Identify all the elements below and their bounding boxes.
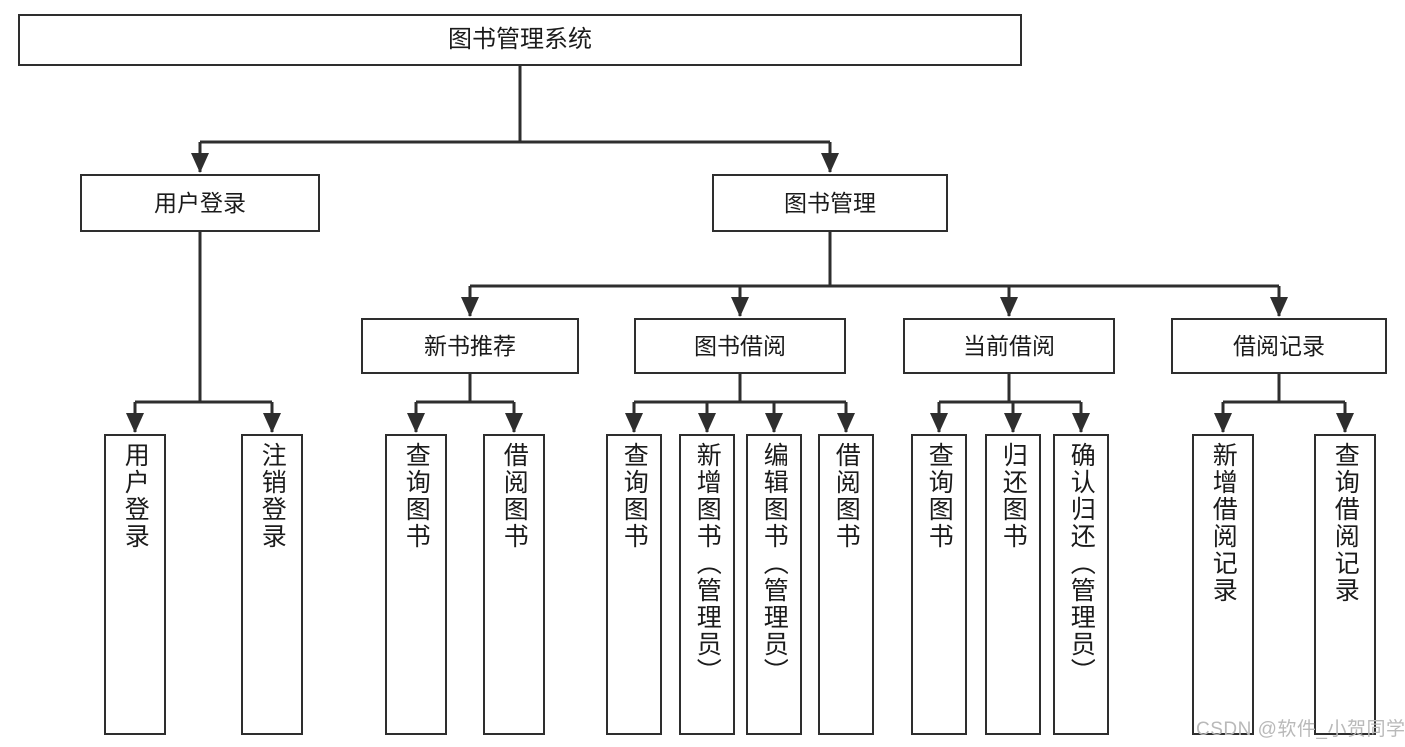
node-label: 图书借阅 xyxy=(694,332,786,359)
node-c-confirm[interactable]: 确认归还（管理员） xyxy=(1053,434,1109,735)
node-label: 查询图书 xyxy=(402,442,431,550)
node-label: 用户登录 xyxy=(121,442,150,550)
node-label: 归还图书 xyxy=(999,442,1028,550)
node-label: 确认归还（管理员） xyxy=(1067,442,1096,685)
node-label: 用户登录 xyxy=(154,189,246,216)
node-label: 查询图书 xyxy=(620,442,649,550)
node-label: 新增借阅记录 xyxy=(1209,442,1238,604)
node-label: 图书管理 xyxy=(784,189,876,216)
node-l-login[interactable]: 用户登录 xyxy=(104,434,166,735)
node-label: 注销登录 xyxy=(258,442,287,550)
node-n-borrow[interactable]: 借阅图书 xyxy=(483,434,545,735)
csdn-watermark: CSDN @软件_小贺同学 xyxy=(1196,719,1405,740)
node-n-query[interactable]: 查询图书 xyxy=(385,434,447,735)
node-c-return[interactable]: 归还图书 xyxy=(985,434,1041,735)
node-c-query[interactable]: 查询图书 xyxy=(911,434,967,735)
node-root[interactable]: 图书管理系统 xyxy=(18,14,1022,66)
node-label: 借阅图书 xyxy=(500,442,529,550)
node-label: 当前借阅 xyxy=(963,332,1055,359)
node-label: 图书管理系统 xyxy=(448,26,592,54)
node-b-add[interactable]: 新增图书（管理员） xyxy=(679,434,735,735)
node-borrow[interactable]: 图书借阅 xyxy=(634,318,846,374)
node-label: 编辑图书（管理员） xyxy=(760,442,789,685)
node-b-query[interactable]: 查询图书 xyxy=(606,434,662,735)
node-label: 新增图书（管理员） xyxy=(693,442,722,685)
node-l-logout[interactable]: 注销登录 xyxy=(241,434,303,735)
node-current[interactable]: 当前借阅 xyxy=(903,318,1115,374)
node-r-query[interactable]: 查询借阅记录 xyxy=(1314,434,1376,735)
node-label: 查询图书 xyxy=(925,442,954,550)
node-b-lend[interactable]: 借阅图书 xyxy=(818,434,874,735)
node-login[interactable]: 用户登录 xyxy=(80,174,320,232)
node-label: 查询借阅记录 xyxy=(1331,442,1360,604)
node-label: 新书推荐 xyxy=(424,332,516,359)
node-newbook[interactable]: 新书推荐 xyxy=(361,318,579,374)
node-bookmgmt[interactable]: 图书管理 xyxy=(712,174,948,232)
node-r-add[interactable]: 新增借阅记录 xyxy=(1192,434,1254,735)
node-records[interactable]: 借阅记录 xyxy=(1171,318,1387,374)
node-label: 借阅记录 xyxy=(1233,332,1325,359)
node-label: 借阅图书 xyxy=(832,442,861,550)
node-b-edit[interactable]: 编辑图书（管理员） xyxy=(746,434,802,735)
